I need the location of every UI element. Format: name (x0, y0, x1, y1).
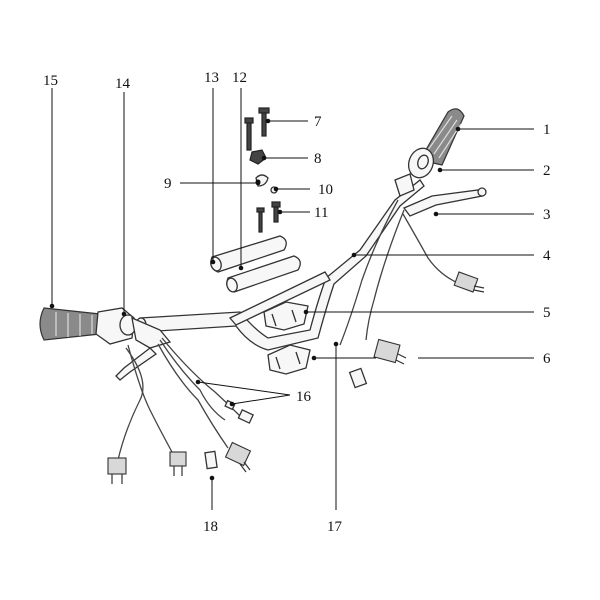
parts-artwork (39, 107, 487, 484)
callout-9: 9 (164, 176, 172, 192)
callout-17: 17 (327, 519, 343, 535)
grip-pad-13 (210, 235, 287, 273)
throttle-housing (394, 147, 435, 197)
callout-13: 13 (204, 70, 219, 86)
callout-1: 1 (543, 122, 551, 138)
callout-12: 12 (232, 70, 247, 86)
callout-2: 2 (543, 163, 551, 179)
right-brake-lever (402, 187, 487, 217)
bolt-long (244, 117, 254, 151)
callout-5: 5 (543, 305, 551, 321)
left-switch-housing (95, 307, 172, 349)
callout-6: 6 (543, 351, 551, 367)
callout-labels: 1 2 3 4 5 6 7 8 9 10 11 12 13 14 15 16 1… (43, 70, 551, 535)
cap-16-a (237, 408, 254, 424)
clamp-top (263, 301, 309, 331)
screw-11 (271, 201, 281, 223)
bolt-7 (258, 107, 270, 137)
screw-small (256, 207, 265, 233)
connector-right (453, 271, 485, 293)
callout-18: 18 (203, 519, 218, 535)
cap-18 (204, 450, 218, 470)
callout-8: 8 (314, 151, 322, 167)
connector-left-3 (224, 441, 252, 473)
grip-pad-12 (226, 255, 301, 293)
cap-17 (348, 367, 368, 389)
left-grip (39, 307, 106, 341)
connector-left-2 (169, 451, 187, 476)
callout-7: 7 (314, 114, 322, 130)
callout-4: 4 (543, 248, 551, 264)
callout-15: 15 (43, 73, 58, 89)
clamp-bottom (267, 344, 311, 375)
callout-14: 14 (115, 76, 131, 92)
nut-8 (249, 149, 267, 165)
callout-11: 11 (314, 205, 328, 221)
right-grip (419, 108, 465, 166)
connector-left-1 (107, 457, 127, 484)
callout-10: 10 (318, 182, 333, 198)
callout-leaders (49, 88, 534, 510)
connector-6 (373, 338, 407, 365)
callout-16: 16 (296, 389, 312, 405)
callout-3: 3 (543, 207, 551, 223)
